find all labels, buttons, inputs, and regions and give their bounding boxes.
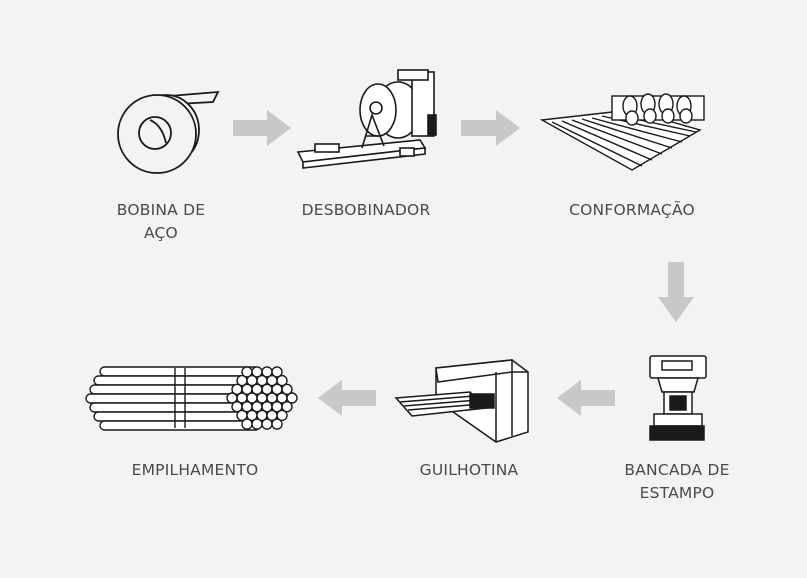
label-line: AÇO xyxy=(144,224,178,242)
arrow-down-icon xyxy=(658,262,694,322)
tube-end xyxy=(276,374,288,387)
arrow-right-icon xyxy=(461,110,520,146)
tube-end xyxy=(241,418,253,430)
step-label-conformacao: CONFORMAÇÃO xyxy=(569,201,695,219)
label-line: BOBINA DE xyxy=(116,201,206,219)
tube-end xyxy=(251,418,263,430)
tube-end xyxy=(281,401,293,413)
tube-end xyxy=(271,366,283,378)
steel-coil-icon xyxy=(117,90,220,174)
tube-stack-icon xyxy=(85,366,298,431)
tube-end xyxy=(261,418,273,430)
step-label-desbobinador: DESBOBINADOR xyxy=(301,201,431,219)
tube-end xyxy=(286,392,298,404)
label-line: ESTAMPO xyxy=(639,484,715,502)
stamping-press-icon xyxy=(649,355,707,441)
tube-end xyxy=(276,409,288,422)
roll-forming-icon xyxy=(539,93,705,171)
tube-end xyxy=(281,383,293,395)
step-label-guilhotina: GUILHOTINA xyxy=(419,461,519,479)
arrow-right-icon xyxy=(233,110,291,146)
uncoiler-icon xyxy=(296,69,437,169)
tube-end xyxy=(271,418,283,430)
label-line: BANCADA DE xyxy=(624,461,730,479)
step-label-bancada-de-estampo: BANCADA DE ESTAMPO xyxy=(624,459,729,505)
arrow-left-icon xyxy=(557,380,615,416)
arrow-left-icon xyxy=(318,380,376,416)
guillotine-icon xyxy=(394,359,529,443)
step-label-bobina-de-aco: BOBINA DE AÇO xyxy=(117,199,205,245)
step-label-empilhamento: EMPILHAMENTO xyxy=(131,461,259,479)
